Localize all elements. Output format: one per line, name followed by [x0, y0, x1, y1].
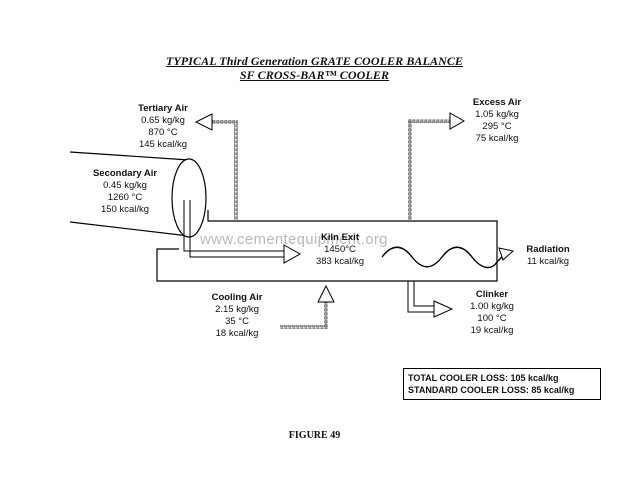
kiln-exit-name: Kiln Exit	[320, 232, 359, 243]
clinker-exit-arrowhead	[433, 300, 454, 318]
clinker-label: Clinker 1.00 kg/kg 100 °C 19 kcal/kg	[458, 289, 526, 337]
total-cooler-loss: TOTAL COOLER LOSS: 105 kcal/kg	[408, 373, 559, 383]
excess-air-arrowhead	[449, 112, 466, 130]
secondary-air-name: Secondary Air	[92, 168, 158, 179]
clinker-flow-arrowhead	[283, 244, 302, 264]
excess-air-label: Excess Air 1.05 kg/kg 295 °C 75 kcal/kg	[462, 97, 532, 145]
radiation-arrowhead	[498, 247, 515, 261]
tertiary-air-name: Tertiary Air	[138, 103, 188, 114]
kiln-lower-edge	[69, 221, 190, 237]
tertiary-air-duct-horizontal	[212, 120, 238, 124]
clinker-name: Clinker	[475, 289, 509, 300]
watermark-text: www.cementequipment.org	[200, 231, 388, 248]
kiln-exit-temp: 1450°C	[324, 244, 356, 255]
kiln-end-ellipse	[171, 158, 207, 238]
excess-air-duct-vertical	[408, 119, 412, 221]
diagram-title-line1: TYPICAL Third Generation GRATE COOLER BA…	[165, 54, 464, 68]
secondary-air-temp: 1260 °C	[107, 192, 143, 203]
clinker-heat: 19 kcal/kg	[470, 325, 514, 336]
tertiary-air-arrowhead	[194, 113, 213, 131]
radiation-name: Radiation	[526, 244, 570, 255]
clinker-flow-line-inner	[189, 200, 284, 258]
excess-air-flow: 1.05 kg/kg	[475, 109, 519, 120]
cooling-air-temp: 35 °C	[225, 316, 249, 327]
cooling-air-arrowhead	[317, 284, 335, 303]
clinker-exit-line	[407, 281, 434, 313]
clinker-temp: 100 °C	[477, 313, 507, 324]
clinker-flow: 1.00 kg/kg	[470, 301, 514, 312]
clinker-exit-line-inner	[413, 281, 434, 307]
tertiary-air-duct-vertical	[234, 122, 238, 221]
figure-caption: FIGURE 49	[288, 430, 341, 441]
cooler-loss-summary-box: TOTAL COOLER LOSS: 105 kcal/kg STANDARD …	[403, 368, 601, 400]
cooler-body	[156, 210, 498, 282]
radiation-wave	[381, 246, 506, 269]
tertiary-air-heat: 145 kcal/kg	[138, 139, 188, 150]
excess-air-heat: 75 kcal/kg	[475, 133, 519, 144]
excess-air-name: Excess Air	[472, 97, 522, 108]
cooling-air-label: Cooling Air 2.15 kg/kg 35 °C 18 kcal/kg	[202, 292, 272, 340]
cooling-air-heat: 18 kcal/kg	[215, 328, 259, 339]
cooling-air-duct-vertical	[324, 301, 328, 329]
excess-air-duct-horizontal	[408, 119, 450, 123]
kiln-exit-label: Kiln Exit 1450°C 383 kcal/kg	[307, 232, 373, 268]
tertiary-air-flow: 0.65 kg/kg	[141, 115, 185, 126]
excess-air-temp: 295 °C	[482, 121, 512, 132]
standard-cooler-loss: STANDARD COOLER LOSS: 85 kcal/kg	[408, 385, 575, 395]
tertiary-air-temp: 870 °C	[148, 127, 178, 138]
secondary-air-heat: 150 kcal/kg	[100, 204, 150, 215]
cooling-air-name: Cooling Air	[211, 292, 263, 303]
radiation-heat: 11 kcal/kg	[526, 256, 570, 267]
radiation-label: Radiation 11 kcal/kg	[516, 244, 580, 268]
cooling-air-duct-horizontal	[280, 325, 328, 329]
secondary-air-label: Secondary Air 0.45 kg/kg 1260 °C 150 kca…	[85, 168, 165, 216]
tertiary-air-label: Tertiary Air 0.65 kg/kg 870 °C 145 kcal/…	[126, 103, 200, 151]
secondary-air-flow: 0.45 kg/kg	[103, 180, 147, 191]
diagram-title-line2: SF CROSS-BAR™ COOLER	[239, 68, 390, 82]
cooling-air-flow: 2.15 kg/kg	[215, 304, 259, 315]
clinker-flow-line	[183, 200, 284, 252]
kiln-upper-edge	[69, 151, 190, 161]
kiln-exit-heat: 383 kcal/kg	[315, 256, 365, 267]
